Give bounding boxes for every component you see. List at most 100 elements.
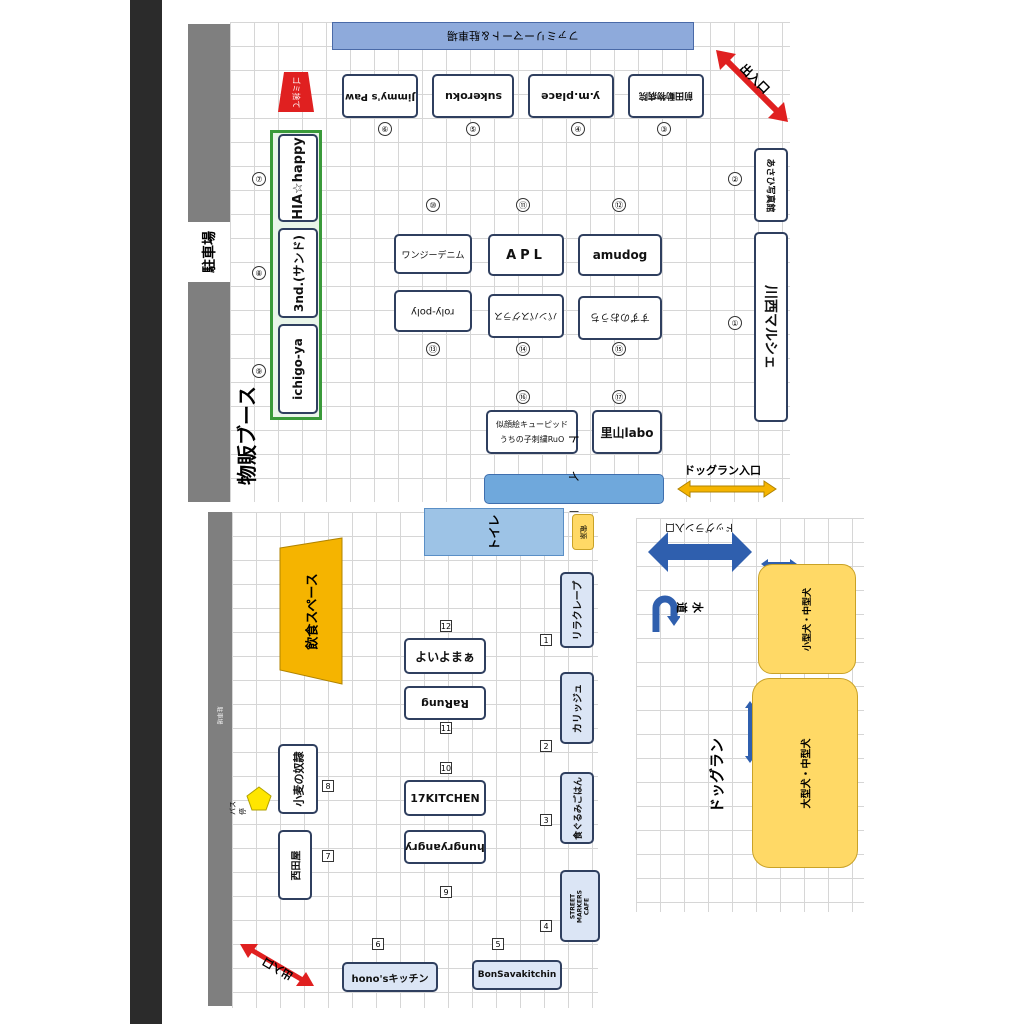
booth-3-number: ③ [657,122,671,136]
bottom-entrance-label: 出入口 [259,954,295,983]
bottom-road [208,512,232,1006]
food-booth-8[interactable]: 小麦の奴隷 [278,744,318,814]
bottom-road-label-box: 駐車場 [208,700,232,730]
sales-booth-label: 物販ブース [234,385,259,485]
booth-4[interactable]: y.m.place [528,74,614,118]
small-dog-area-label: 小型犬・中型犬 [803,587,814,651]
food-booth-2-number: 2 [540,740,552,752]
dogrun-entrance-arrow [648,532,752,572]
booth-11[interactable]: APL [488,234,564,276]
dogrun-entrance-label: ドッグラン入口 [665,520,735,532]
booth-10[interactable]: ワンジーデニム [394,234,472,274]
booth-7-number: ⑦ [252,172,266,186]
top-entrance-arrow [716,50,788,122]
booth-11-number: ⑪ [516,198,530,212]
booth-2-number: ② [728,172,742,186]
bottom-toilet-label: トイレ [487,513,502,551]
food-booth-3[interactable]: 食ぐるみごはん [560,772,594,844]
food-space-label-box: 飲食スペース [278,536,344,686]
booth-16[interactable]: 似顔絵キューピッド うちの子刺繍RuO [486,410,578,454]
large-dog-area-label: 大型犬・中型犬 [801,738,813,808]
booth-9[interactable]: ichigo-ya [278,324,318,414]
booth-15-number: ⑮ [612,342,626,356]
booth-4-number: ④ [571,122,585,136]
garbage-sign-label: ゴミ捨て [291,76,301,108]
food-booth-12[interactable]: よいよまぁ [404,638,486,674]
food-booth-3-number: 3 [540,814,552,826]
food-booth-9[interactable]: hungryangry [404,830,486,864]
booth-8[interactable]: 3nd.(サンド) [278,228,318,318]
page-margin-bar [130,0,162,1024]
top-parking-label: 駐車場 [202,231,218,273]
dogrun-label: ドッグラン [707,737,726,813]
food-booth-1[interactable]: リラクレープ [560,572,594,648]
booth-12-number: ⑫ [612,198,626,212]
bottom-entrance-arrow [240,944,314,986]
food-booth-2[interactable]: カリッジュ [560,672,594,744]
family-mart-bar: ファミリーマート＆駐車場 [332,22,694,50]
booth-1[interactable]: 川西マルシェ [754,232,788,422]
booth-12[interactable]: amudog [578,234,662,276]
booth-15[interactable]: すずのおうち [578,296,662,340]
large-dog-area: 大型犬・中型犬 [752,678,858,868]
booth-16-name-a: 似顔絵キューピッド [496,420,568,429]
water-tap-icon [652,595,680,632]
booth-14-number: ⑭ [516,342,530,356]
food-booth-5[interactable]: BonSavakitchin [472,960,562,990]
bottom-entrance-label-box: 出入口 [252,954,302,984]
top-entrance-label-box: 出入口 [730,58,780,98]
booth-6[interactable]: Jimmy's Paw [342,74,418,118]
power-box: 電源 [572,514,594,550]
food-booth-11-number: 11 [440,722,452,734]
booth-5-number: ⑤ [466,122,480,136]
water-label: 水道 [675,602,704,613]
sales-booth-label-box: 物販ブース [228,380,262,490]
water-label-box: 水道 [675,592,704,632]
small-dog-area: 小型犬・中型犬 [758,564,856,674]
bottom-toilet: トイレ [424,508,564,556]
food-booth-10[interactable]: 17KITCHEN [404,780,486,816]
food-booth-9-number: 9 [440,886,452,898]
booth-5[interactable]: sukeroku [432,74,514,118]
food-booth-6[interactable]: hono'sキッチン [342,962,438,992]
family-mart-label: ファミリーマート＆駐車場 [447,29,579,42]
booth-13-number: ⑬ [426,342,440,356]
booth-2[interactable]: あさひ写真館 [754,148,788,222]
booth-9-number: ⑨ [252,364,266,378]
garbage-sign-label-box: ゴミ捨て [276,70,316,114]
food-booth-1-number: 1 [540,634,552,646]
large-area-gate-arrow [745,701,755,763]
booth-8-number: ⑧ [252,266,266,280]
booth-17[interactable]: 里山labo [592,410,662,454]
booth-6-number: ⑥ [378,122,392,136]
booth-16-name-b: うちの子刺繍RuO [499,435,565,444]
booth-10-number: ⑩ [426,198,440,212]
food-booth-8-number: 8 [322,780,334,792]
bus-stop-label: バス停 [229,801,247,815]
top-parking-label-box: 駐車場 [188,222,230,282]
food-space [279,537,343,685]
booth-3[interactable]: 前田動物病院 [628,74,704,118]
food-booth-4-number: 4 [540,920,552,932]
booth-7[interactable]: HIA☆happy [278,134,318,222]
food-booth-7[interactable]: 西田屋 [278,830,312,900]
food-booth-6-number: 6 [372,938,384,950]
food-booth-4[interactable]: STREET MARKERS CAFE [560,870,600,942]
booth-14[interactable]: パンパスグラス [488,294,564,338]
food-booth-11[interactable]: RaRung [404,686,486,720]
bus-stop-label-box: バス停 [228,790,248,820]
garbage-sign [278,72,314,112]
dogrun-label-box: ドッグラン [694,730,738,820]
food-booth-7-number: 7 [322,850,334,862]
booth-16-number: ⑯ [516,390,530,404]
booth-1-number: ① [728,316,742,330]
power-box-label: 電源 [579,525,587,539]
food-booth-5-number: 5 [492,938,504,950]
dogrun-entrance-top-label: ドッグラン入口 [684,464,761,477]
booth-17-number: ⑰ [612,390,626,404]
top-entrance-label: 出入口 [736,60,773,97]
dogrun-entrance-top-arrow [677,480,777,498]
booth-13[interactable]: roly-poly [394,290,472,332]
dogrun-entrance-label-box: ドッグラン入口 [660,520,740,536]
food-space-label: 飲食スペース [305,572,321,650]
